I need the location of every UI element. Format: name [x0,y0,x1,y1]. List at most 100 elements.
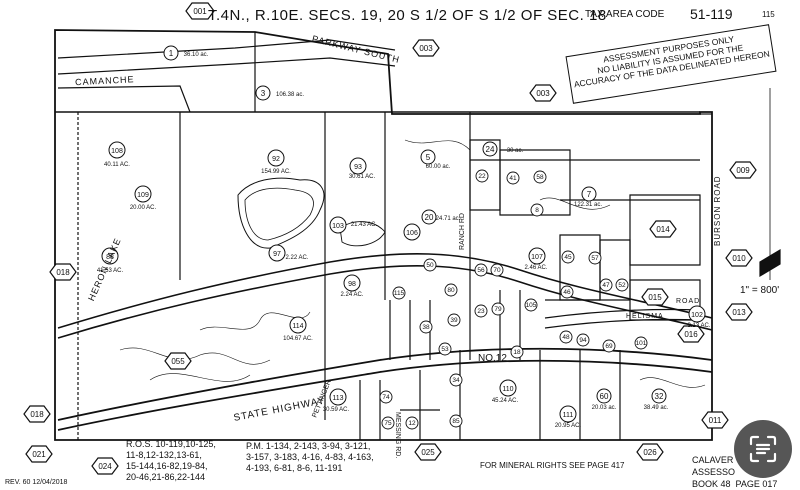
pm-references: P.M. 1-134, 2-143, 3-94, 3-121, 3-157, 3… [246,441,374,473]
svg-text:025: 025 [421,448,435,457]
svg-text:3: 3 [261,89,266,98]
sp-80: 80 [444,283,458,297]
svg-text:75: 75 [384,420,392,427]
svg-text:011: 011 [709,416,722,425]
sp-56: 56 [474,263,488,277]
svg-text:003: 003 [536,89,550,98]
hex-001: 001 [185,2,215,20]
svg-text:114: 114 [292,323,303,330]
parcel-3: 3 106.38 ac. [255,85,304,101]
svg-text:93: 93 [354,164,362,171]
svg-text:24: 24 [486,145,495,154]
svg-text:122.31 ac.: 122.31 ac. [574,202,602,208]
parcel-92: 92 154.99 AC. [261,149,291,175]
hex-011: 011 [701,411,729,429]
svg-text:34: 34 [452,377,460,384]
svg-text:32: 32 [655,392,664,401]
svg-text:45: 45 [564,254,572,261]
svg-text:38: 38 [422,324,430,331]
parcel-98: 982.24 AC. [340,274,364,298]
svg-text:94: 94 [579,337,587,344]
sp-46: 46 [560,285,574,299]
svg-text:101: 101 [636,340,647,347]
svg-text:22: 22 [478,173,486,180]
tax-area-code: 51-119 [690,6,733,22]
svg-text:010: 010 [732,254,746,263]
hex-009: 009 [729,161,757,179]
sp-48: 48 [559,330,573,344]
sp-79: 79 [491,302,505,316]
road-no12: NO.12 [478,353,507,364]
svg-text:108: 108 [111,148,123,155]
svg-text:015: 015 [648,293,662,302]
svg-text:40.11 AC.: 40.11 AC. [104,162,130,168]
svg-text:2.46 AC.: 2.46 AC. [524,265,547,271]
sp-39: 39 [447,313,461,327]
svg-text:113: 113 [332,395,343,402]
svg-text:92: 92 [272,156,280,163]
svg-text:60.00 ac.: 60.00 ac. [426,164,451,170]
svg-text:18: 18 [513,349,521,356]
sp-115: 115 [392,286,406,300]
parcel-106: 106 [403,223,421,241]
parcel-24: 24 30 ac. [482,141,524,157]
svg-text:003: 003 [419,44,433,53]
svg-text:154.99 AC.: 154.99 AC. [261,169,291,175]
sp-53: 53 [438,342,452,356]
svg-text:2.22 AC.: 2.22 AC. [285,255,308,261]
hex-010: 010 [725,249,753,267]
sp-101: 101 [634,336,648,350]
svg-text:5: 5 [426,153,431,162]
svg-text:47: 47 [602,282,610,289]
svg-text:41.53 AC.: 41.53 AC. [97,268,124,274]
sp-47: 47 [599,278,613,292]
svg-text:2.24 AC.: 2.24 AC. [340,292,363,298]
hex-016: 016 [677,325,705,343]
road-camanche: CAMANCHE [75,74,135,87]
hex-026: 026 [636,443,664,461]
svg-text:21.43 AC.: 21.43 AC. [351,222,378,228]
svg-text:109: 109 [137,192,149,199]
hex-055: 055 [164,352,192,370]
svg-text:013: 013 [732,308,746,317]
ros-references: R.O.S. 10-119,10-125, 11-8,12-132,13-61,… [126,439,216,482]
sp-70: 70 [490,263,504,277]
scan-button[interactable] [734,420,792,478]
page-number: 115 [762,10,775,19]
svg-text:104.67 AC.: 104.67 AC. [283,336,313,342]
svg-text:7: 7 [587,190,592,199]
svg-text:016: 016 [684,330,698,339]
svg-text:60: 60 [600,392,609,401]
scale-label: 1" = 800' [740,285,780,296]
svg-text:20.03 ac.: 20.03 ac. [592,405,617,411]
svg-text:85: 85 [452,418,460,425]
svg-text:45.24 AC.: 45.24 AC. [492,398,519,404]
sp-74: 74 [379,390,393,404]
svg-text:79: 79 [494,306,502,313]
svg-text:97: 97 [273,251,281,258]
sp-105: 105 [524,298,538,312]
svg-text:024: 024 [98,462,112,471]
svg-text:88: 88 [106,254,114,261]
svg-text:103: 103 [332,223,344,230]
parcel-7: 7 122.31 ac. [574,186,602,208]
svg-text:41: 41 [509,175,517,182]
hex-003b: 003 [529,84,557,102]
svg-text:46: 46 [563,289,571,296]
svg-text:20.00 AC.: 20.00 AC. [130,205,157,211]
svg-text:30 ac.: 30 ac. [507,148,524,154]
svg-text:111: 111 [563,412,574,419]
svg-text:56: 56 [477,267,485,274]
svg-text:57: 57 [591,255,599,262]
sp-69: 69 [602,339,616,353]
road-burson: BURSON ROAD [713,175,722,246]
sp-45: 45 [561,250,575,264]
svg-text:24.71 ac.: 24.71 ac. [436,216,461,222]
svg-text:69: 69 [605,343,613,350]
svg-text:106.38 ac.: 106.38 ac. [276,92,304,98]
